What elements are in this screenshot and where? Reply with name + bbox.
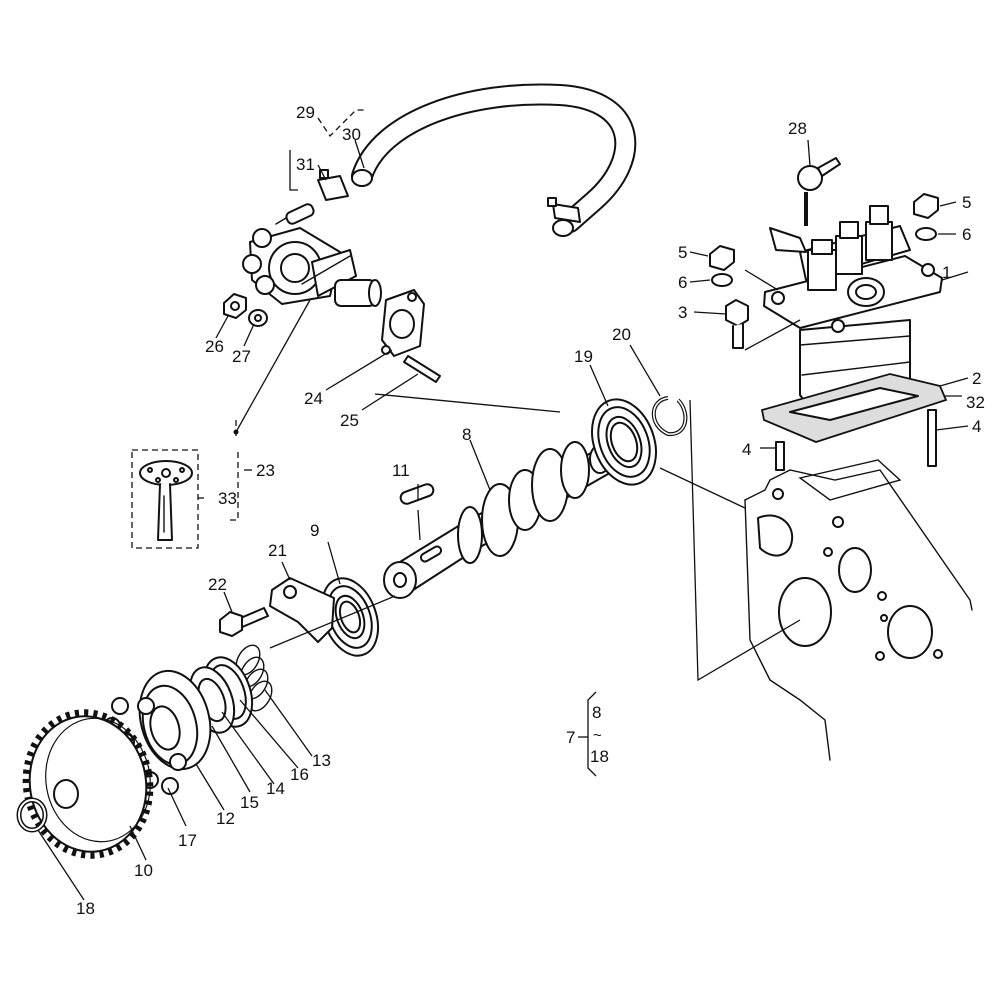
fuel-hose: [351, 83, 637, 237]
hose-clamp: [317, 169, 581, 223]
gasket-32: [760, 373, 948, 443]
callout-18-range-end: 18: [590, 747, 609, 766]
gasket-24: [381, 289, 425, 357]
washer-27: [248, 309, 268, 327]
callout-25: 25: [340, 411, 359, 430]
washer-6: [711, 227, 937, 287]
callout-13: 13: [312, 751, 331, 770]
callout-3: 3: [678, 303, 687, 322]
callout-17: 17: [178, 831, 197, 850]
callout-9: 9: [310, 521, 319, 540]
circlip-20: [651, 396, 688, 437]
callout-7: 7: [566, 728, 575, 747]
callout-labels: 1 2 3 4 4 5 5 6 6 7 8 8 9 10 11 12 13 14…: [76, 103, 985, 918]
governor-holder-12: [138, 669, 212, 771]
callout-15: 15: [240, 793, 259, 812]
callout-30: 30: [342, 125, 361, 144]
circlip-18: [16, 797, 48, 833]
callout-27: 27: [232, 347, 251, 366]
banjo-fitting-28: [797, 157, 841, 226]
stud-25: [403, 355, 441, 383]
callout-26: 26: [205, 337, 224, 356]
callout-19: 19: [574, 347, 593, 366]
callout-8-range-start: 8: [592, 703, 601, 722]
bearing-9: [320, 577, 380, 657]
callout-4-right: 4: [972, 417, 981, 436]
callout-20: 20: [612, 325, 631, 344]
nut-26: [223, 293, 247, 319]
callout-23: 23: [256, 461, 275, 480]
bolt-22: [219, 607, 269, 637]
callout-18: 18: [76, 899, 95, 918]
callout-5-left: 5: [678, 243, 687, 262]
callout-6-left: 6: [678, 273, 687, 292]
bearing-stopper-21: [269, 577, 335, 643]
callout-14: 14: [266, 779, 285, 798]
callout-11: 11: [392, 461, 410, 480]
callout-12: 12: [216, 809, 235, 828]
range-tilde: ~: [593, 727, 602, 744]
callout-33: 33: [218, 489, 237, 508]
leader-lines: [37, 109, 969, 901]
key-plate-33: [131, 449, 199, 549]
stud-4: [775, 409, 937, 471]
injection-pump: [763, 205, 943, 416]
callout-4-left: 4: [742, 440, 751, 459]
feed-pump: [242, 203, 382, 307]
gear-10: [22, 709, 154, 859]
callout-32: 32: [966, 393, 985, 412]
callout-31: 31: [296, 155, 315, 174]
callout-22: 22: [208, 575, 227, 594]
callout-8: 8: [462, 425, 471, 444]
callout-6-right: 6: [962, 225, 971, 244]
callout-28: 28: [788, 119, 807, 138]
key-11: [399, 483, 435, 505]
bolt-3: [725, 299, 749, 349]
callout-21: 21: [268, 541, 287, 560]
callout-24: 24: [304, 389, 323, 408]
bearing-19: [591, 398, 657, 486]
nut-5: [709, 193, 939, 271]
callout-1: 1: [942, 263, 951, 282]
callout-2: 2: [972, 369, 981, 388]
crankcase: [744, 459, 973, 761]
callout-5-right: 5: [962, 193, 971, 212]
callout-29: 29: [296, 103, 315, 122]
callout-10: 10: [134, 861, 153, 880]
callout-16: 16: [290, 765, 309, 784]
